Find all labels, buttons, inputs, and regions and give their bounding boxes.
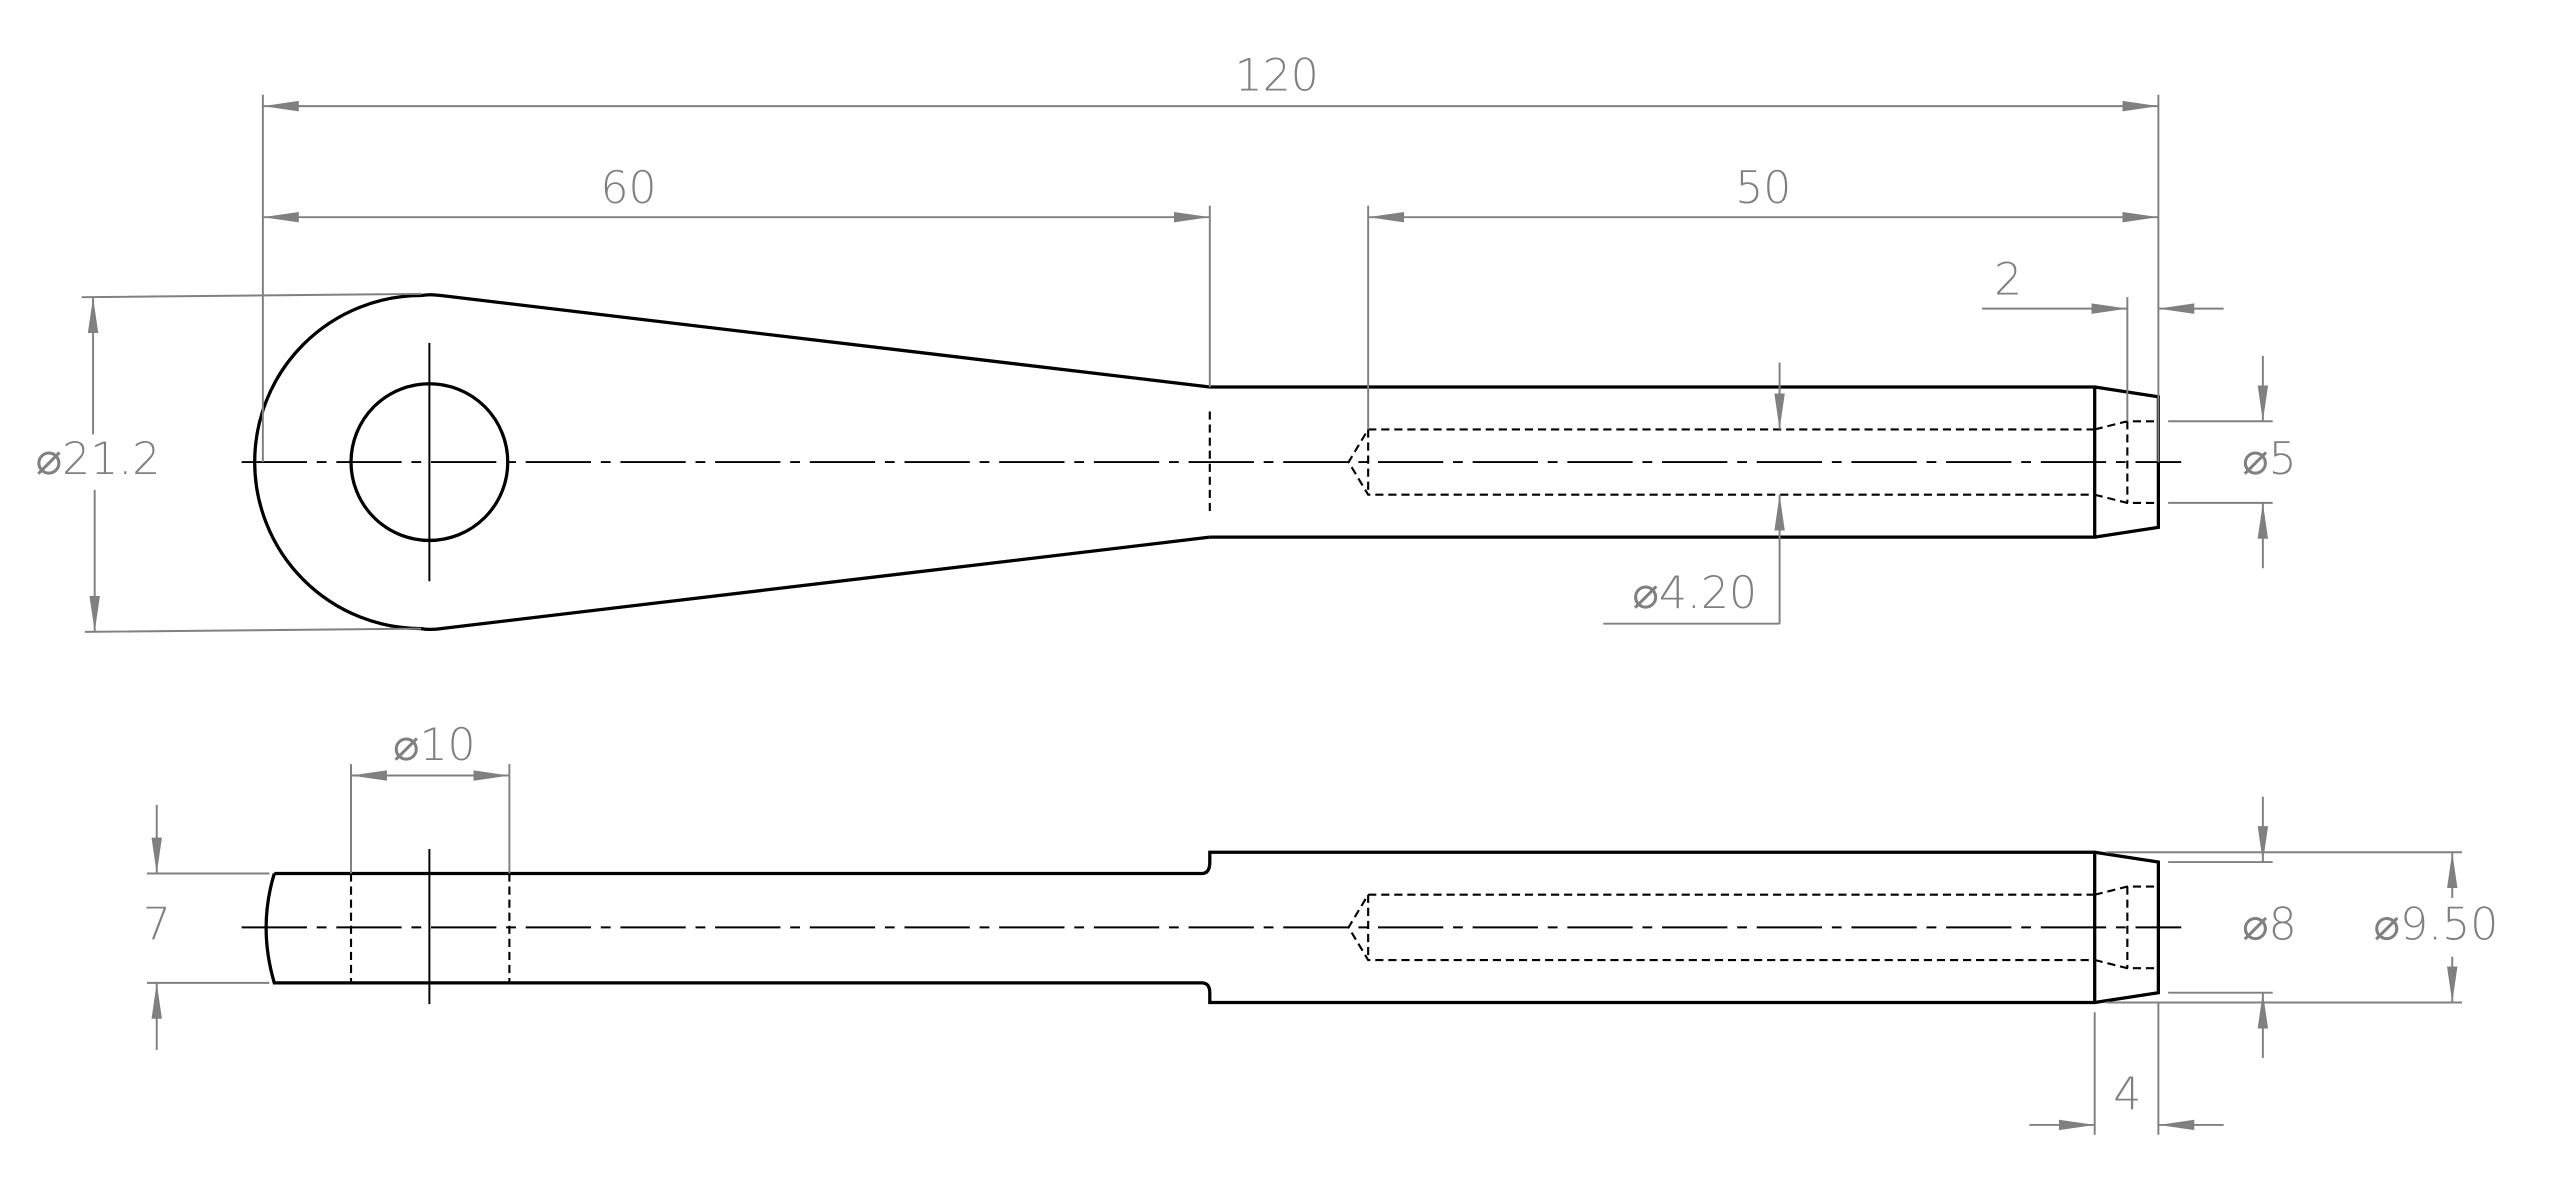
side-view	[241, 849, 2182, 1005]
dimensions: 120 60 50 2 ⌀21.2 ⌀5 ⌀4.20 ⌀10 7 ⌀8	[36, 50, 2499, 1135]
dim-eye-diameter: ⌀21.2	[36, 434, 161, 485]
dim-chamfer-length: 2	[1994, 254, 2022, 305]
dim-eye-thickness: 7	[143, 899, 171, 950]
dim-chamfer-tip-diameter: ⌀8	[2242, 899, 2297, 950]
dim-shaft-diameter: ⌀9.50	[2374, 899, 2499, 950]
dim-eye-to-shaft: 60	[601, 163, 657, 214]
dim-thread-hole-diameter: ⌀4.20	[1632, 568, 1757, 619]
dim-overall-length: 120	[1235, 50, 1319, 101]
dim-chamfer-length-side: 4	[2113, 1069, 2141, 1120]
dim-thread-depth: 50	[1735, 163, 1791, 214]
dim-tip-diameter: ⌀5	[2242, 434, 2297, 485]
top-view	[241, 293, 2182, 632]
dim-pin-hole-diameter: ⌀10	[393, 720, 476, 771]
